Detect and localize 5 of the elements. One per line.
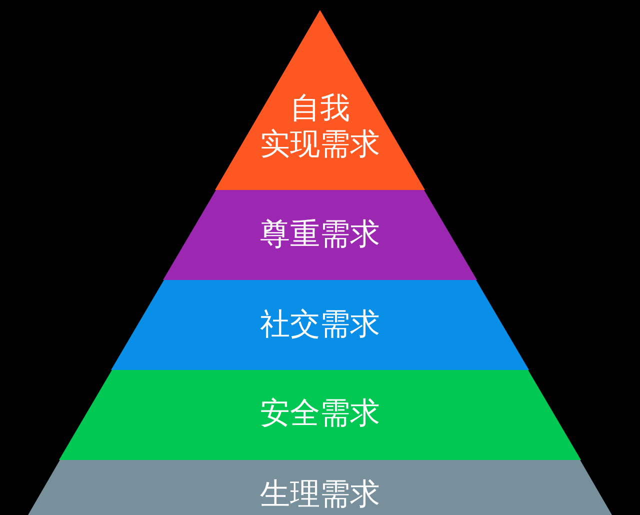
level-label: 自我实现需求 — [260, 91, 380, 163]
level-label: 安全需求 — [259, 396, 381, 432]
level-label: 生理需求 — [259, 477, 381, 513]
level-label: 尊重需求 — [259, 217, 381, 253]
level-label: 社交需求 — [259, 307, 381, 343]
